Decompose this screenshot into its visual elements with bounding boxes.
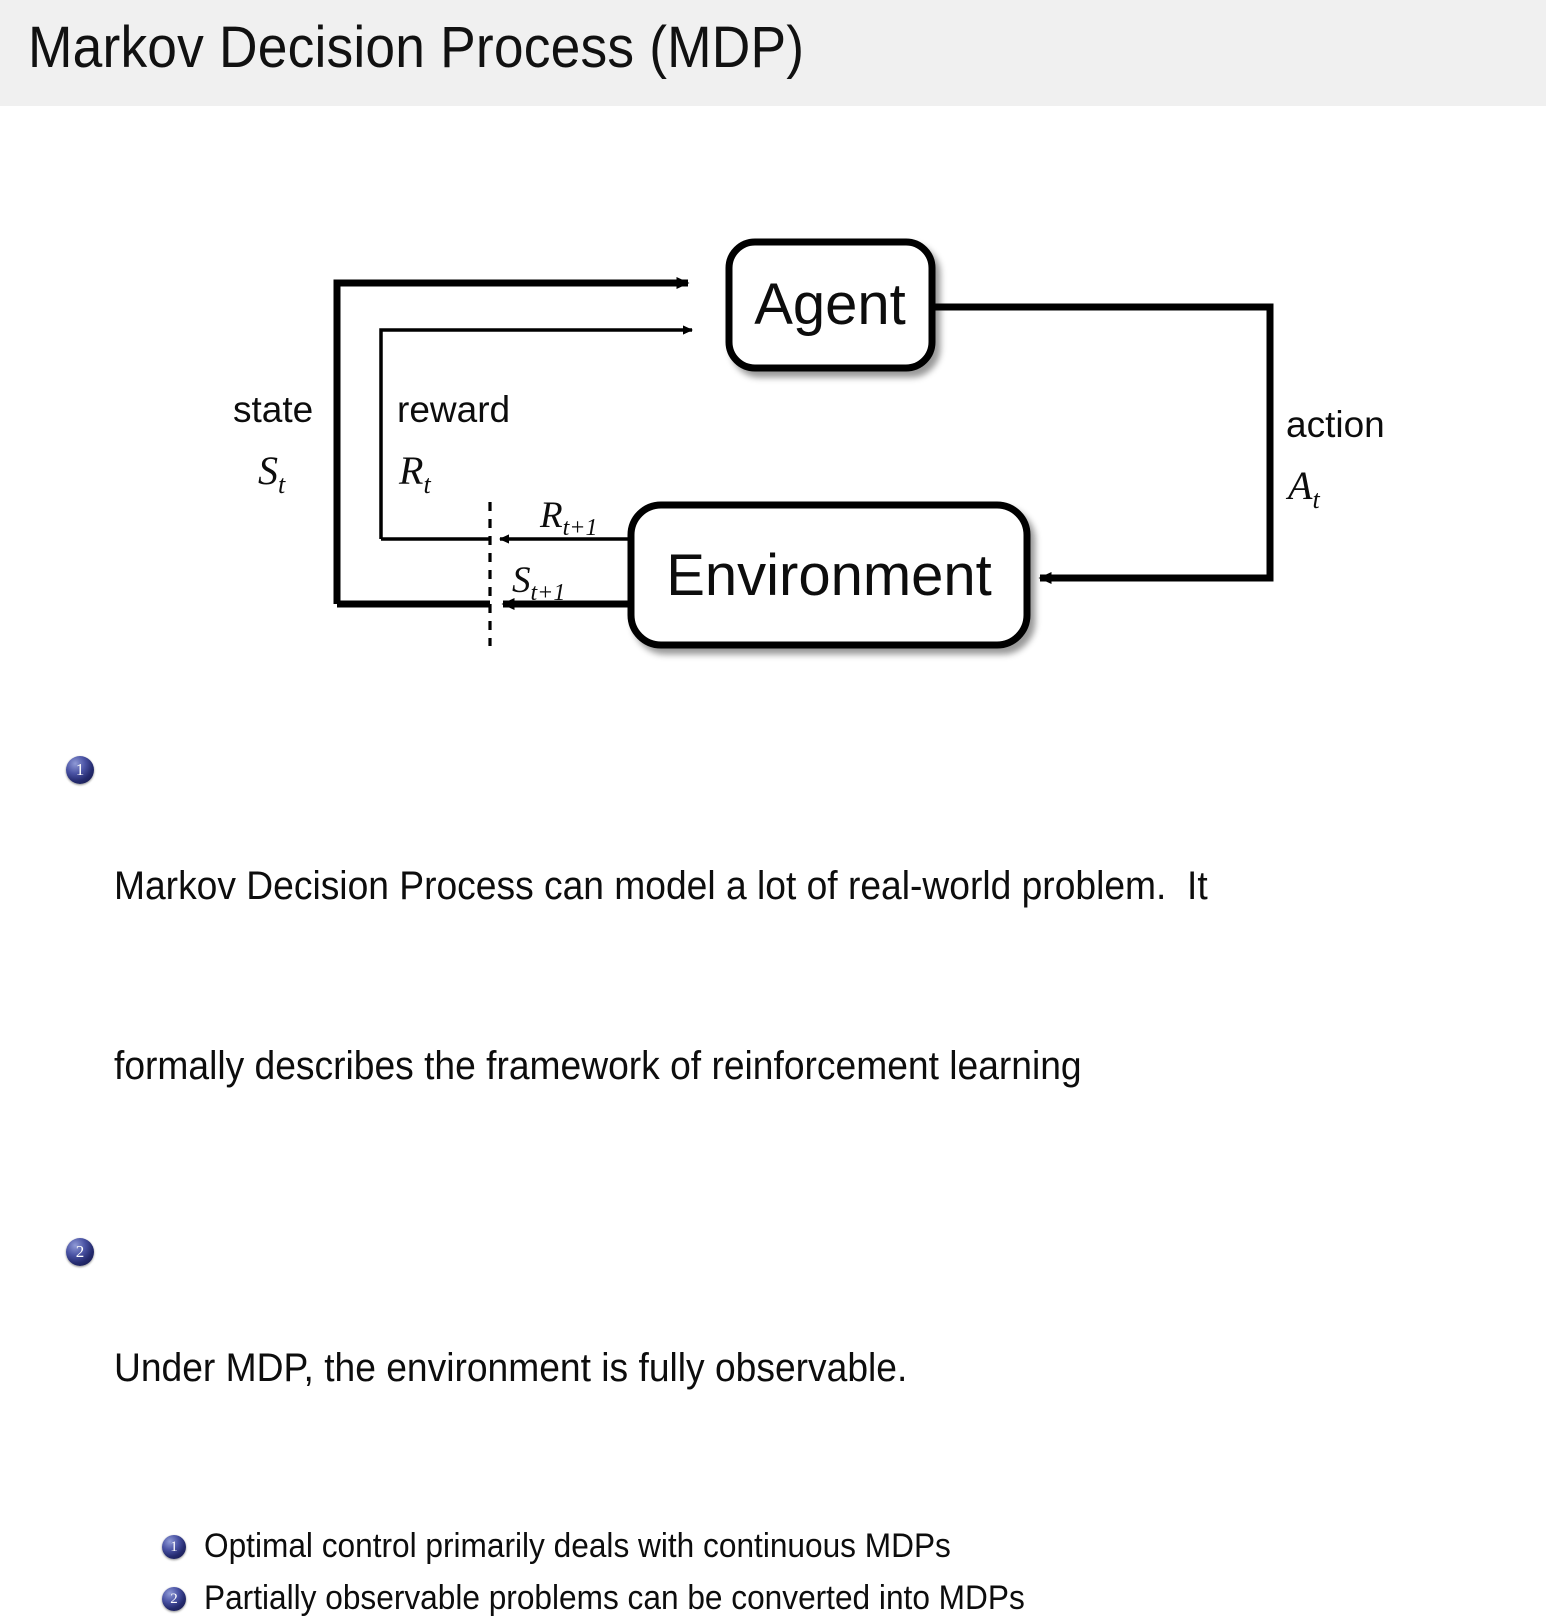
bullet-text-2: Under MDP, the environment is fully obse… [114,1218,1446,1518]
node-environment[interactable]: Environment [627,501,1031,649]
bullet-marker-1: 1 [66,756,94,784]
bullet-list: 1 Markov Decision Process can model a lo… [0,736,1546,1624]
bullet-marker-2: 2 [66,1238,94,1266]
label-reward-next-symbol: Rt+1 [539,495,597,541]
list-item: 1 Markov Decision Process can model a lo… [66,736,1546,1216]
slide-header-bar [0,0,1546,106]
page-title: Markov Decision Process (MDP) [28,15,805,80]
sub-bullet-text-1: Optimal control primarily deals with con… [204,1527,951,1565]
node-agent[interactable]: Agent [725,238,936,372]
mdp-diagram: Agent Environment state St reward Rt act… [0,106,1546,716]
bullet-text-1-line1: Markov Decision Process can model a lot … [114,864,1208,908]
label-state-next-symbol: St+1 [512,560,565,606]
label-state-symbol: St [258,448,286,499]
bullet-text-1-line2: formally describes the framework of rein… [114,1044,1082,1088]
sub-bullet-marker-1: 1 [162,1535,186,1559]
label-action-word: action [1286,404,1385,445]
label-state-word: state [233,389,313,430]
sub-bullet-text-2: Partially observable problems can be con… [204,1579,1025,1617]
sub-list-item: 2 Partially observable problems can be c… [162,1572,1546,1624]
bullet-text-2-line1: Under MDP, the environment is fully obse… [114,1346,908,1390]
label-action-symbol: At [1285,463,1320,514]
state-feedback-path [333,277,690,608]
sub-list-item: 1 Optimal control primarily deals with c… [162,1520,1546,1572]
label-reward-symbol: Rt [398,448,431,499]
action-path [932,303,1274,584]
bullet-text-1: Markov Decision Process can model a lot … [114,736,1446,1216]
label-reward-word: reward [397,389,510,430]
list-item: 2 Under MDP, the environment is fully ob… [66,1218,1546,1518]
node-agent-label: Agent [754,272,906,337]
sub-bullet-marker-2: 2 [162,1587,186,1611]
node-environment-label: Environment [666,543,992,608]
reward-feedback-path [379,325,693,541]
